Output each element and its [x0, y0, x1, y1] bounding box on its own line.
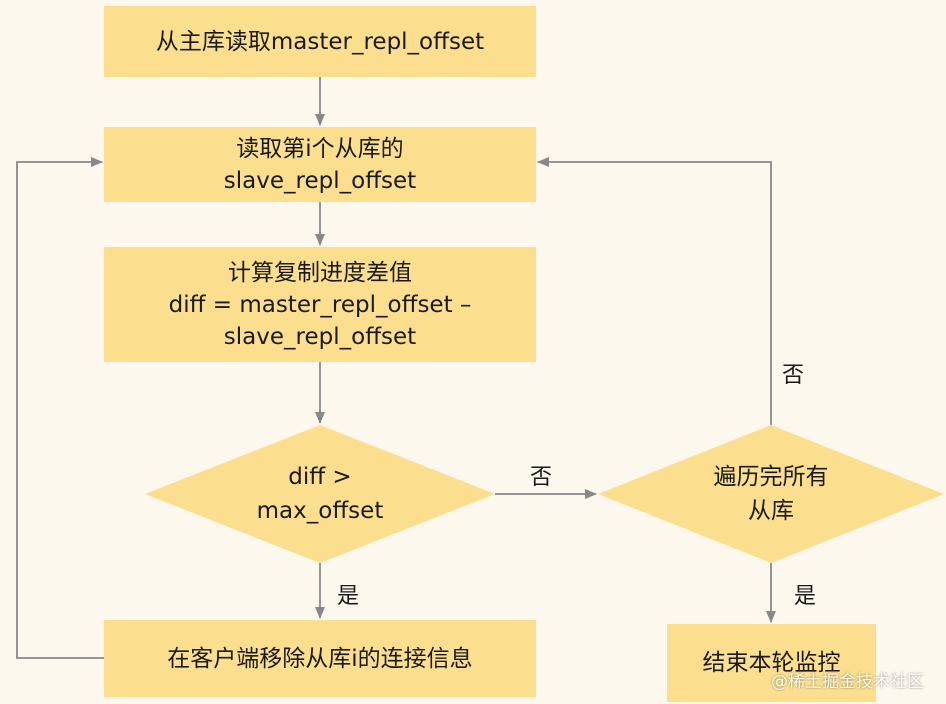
label-all-no: 否 — [782, 363, 805, 388]
decision-all-line-1: 遍历完所有 — [713, 464, 829, 490]
decision-all-shape — [598, 425, 944, 563]
arrow-remove-loop — [16, 157, 104, 659]
remove-conn-box: 在客户端移除从库i的连接信息 — [104, 620, 536, 697]
compute-diff-line-3: slave_repl_offset — [223, 323, 417, 350]
read-master-text: 从主库读取master_repl_offset — [155, 28, 485, 55]
compute-diff-line-2: diff = master_repl_offset – — [168, 291, 472, 318]
decision-diff-line-1: diff > — [288, 464, 352, 490]
decision-all-line-2: 从库 — [748, 498, 794, 524]
read-slave-line-2: slave_repl_offset — [223, 167, 417, 194]
decision-diff-text: diff > max_offset — [195, 455, 445, 533]
end-monitor-box: 结束本轮监控 — [667, 624, 876, 702]
decision-all-text: 遍历完所有 从库 — [651, 455, 891, 533]
label-all-yes: 是 — [794, 584, 817, 609]
label-diff-yes: 是 — [337, 584, 360, 609]
read-master-box: 从主库读取master_repl_offset — [104, 6, 536, 77]
read-slave-line-1: 读取第i个从库的 — [236, 135, 404, 162]
decision-diff-shape — [145, 425, 495, 563]
read-slave-box: 读取第i个从库的 slave_repl_offset — [104, 127, 536, 202]
compute-diff-line-1: 计算复制进度差值 — [228, 259, 412, 286]
label-diff-no: 否 — [530, 465, 553, 490]
arrow-all-no-loop — [537, 157, 772, 425]
watermark: @稀土掘金技术社区 — [771, 672, 924, 692]
remove-conn-text: 在客户端移除从库i的连接信息 — [167, 645, 473, 672]
decision-diff-line-2: max_offset — [256, 498, 384, 524]
compute-diff-box: 计算复制进度差值 diff = master_repl_offset – sla… — [104, 247, 536, 362]
end-monitor-text: 结束本轮监控 — [702, 650, 841, 676]
